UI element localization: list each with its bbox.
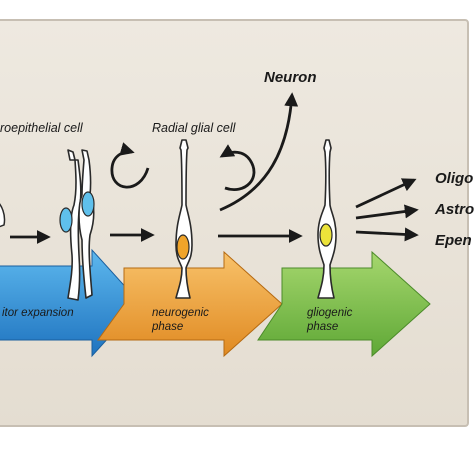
- expansion-phase-label: itor expansion: [2, 307, 74, 319]
- neurogenic-phase-arrow: [97, 250, 283, 358]
- neuroepithelial-cell-label: roepithelial cell: [0, 121, 84, 135]
- gliogenic-phase-arrow: [257, 250, 431, 358]
- arrow-to-ependymal: [355, 227, 419, 242]
- astrocyte-label: Astro: [434, 201, 474, 218]
- neurogenic-phase-label-line1: neurogenic: [152, 307, 209, 319]
- partial-cell-left: [0, 203, 6, 228]
- nucleus-blue-1: [59, 207, 73, 233]
- nucleus-orange: [176, 234, 190, 260]
- arrow-to-neuron: [219, 92, 299, 212]
- radial-glial-cell-gliogenic: [317, 139, 337, 299]
- self-renewal-arrow-left: [110, 142, 150, 189]
- neuroepithelial-cell-pair: [59, 149, 95, 301]
- self-renewal-arrow-right: [219, 144, 256, 191]
- arrow-to-astrocyte: [355, 204, 419, 220]
- neuron-label: Neuron: [264, 69, 317, 86]
- gliogenic-phase-label-line2: phase: [306, 321, 338, 333]
- oligodendrocyte-label: Oligo: [435, 170, 473, 187]
- radial-glial-cell-neurogenic: [175, 139, 193, 299]
- ependymal-label: Epen: [435, 232, 472, 249]
- neurogenic-phase-label-line2: phase: [151, 321, 183, 333]
- gliogenic-phase-label-line1: gliogenic: [307, 307, 353, 319]
- nucleus-blue-2: [81, 191, 95, 217]
- nucleus-yellow: [319, 223, 333, 247]
- radial-glial-cell-label: Radial glial cell: [152, 121, 237, 135]
- arrow-to-oligodendrocyte: [355, 178, 417, 209]
